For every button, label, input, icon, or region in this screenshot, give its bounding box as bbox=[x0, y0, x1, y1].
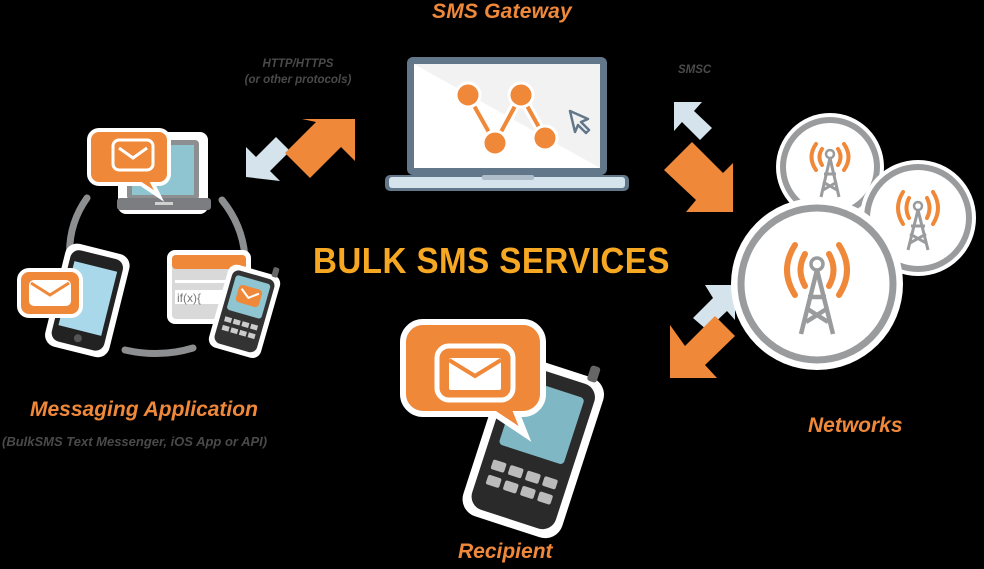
networks-towers-group bbox=[731, 113, 976, 370]
diagram-title: BULK SMS SERVICES bbox=[313, 240, 670, 281]
cell-tower-icon bbox=[776, 113, 884, 221]
protocol-label-line1: HTTP/HTTPS bbox=[262, 58, 334, 70]
mobile-phone-message-icon bbox=[400, 319, 605, 539]
application-subtitle: (BulkSMS Text Messenger, iOS App or API) bbox=[2, 434, 268, 449]
bidirectional-arrow-app-gateway bbox=[246, 119, 355, 181]
application-title: Messaging Application bbox=[30, 398, 258, 421]
recipient-title: Recipient bbox=[458, 540, 553, 563]
mobile-phone-message-icon bbox=[208, 264, 281, 358]
arrow-to-networks-icon bbox=[693, 285, 735, 330]
bidirectional-arrow-gateway-networks bbox=[664, 102, 733, 212]
smsc-label: SMSC bbox=[678, 64, 712, 76]
code-snippet: if(x){ bbox=[177, 291, 201, 305]
arrow-to-recipient-icon bbox=[670, 316, 735, 378]
protocol-label: HTTP/HTTPS (or other protocols) bbox=[228, 56, 368, 88]
arrow-to-application-icon bbox=[246, 137, 290, 181]
cell-tower-icon bbox=[731, 198, 903, 370]
smartphone-message-icon bbox=[17, 243, 130, 358]
gateway-title: SMS Gateway bbox=[432, 0, 572, 23]
arrow-to-networks-icon bbox=[664, 142, 733, 212]
protocol-label-line2: (or other protocols) bbox=[244, 74, 352, 86]
messaging-application-cluster: if(x){ bbox=[17, 128, 281, 358]
laptop-network-graph-icon bbox=[385, 57, 629, 191]
bidirectional-arrow-networks-recipient bbox=[670, 285, 735, 378]
arrow-to-gateway-icon bbox=[674, 102, 712, 140]
networks-title: Networks bbox=[808, 414, 903, 437]
arrow-to-gateway-icon bbox=[285, 119, 355, 178]
laptop-message-icon bbox=[87, 128, 211, 214]
